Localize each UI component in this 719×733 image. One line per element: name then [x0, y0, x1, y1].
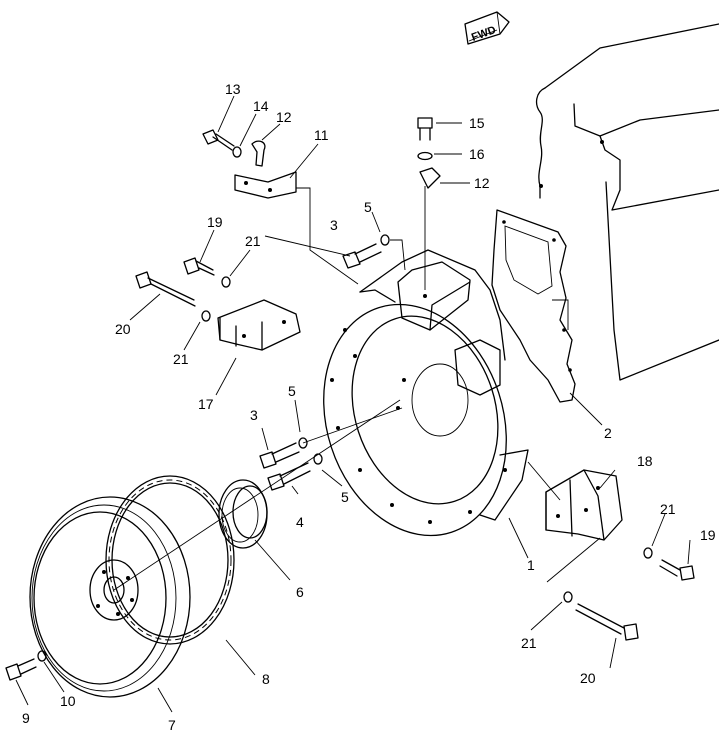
callout-10: 10 [60, 693, 76, 709]
assembly-lines [113, 186, 601, 591]
callout-15: 15 [469, 115, 485, 131]
bolt-9 [5, 658, 37, 681]
leader-lines [15, 95, 691, 713]
callout-21-b: 21 [173, 351, 189, 367]
fwd-arrow-badge: FWD [464, 11, 510, 45]
bolt-19-left [183, 257, 215, 276]
clip-12-right [419, 167, 441, 189]
flywheel [29, 496, 191, 698]
oil-seal [218, 479, 268, 549]
callout-21-c: 21 [660, 501, 676, 517]
callout-3-lower: 3 [250, 407, 258, 423]
washer-5-lower-a [298, 437, 308, 449]
flywheel-housing [323, 249, 529, 537]
callout-12-right: 12 [474, 175, 490, 191]
washer-21-a [221, 276, 231, 288]
callout-11: 11 [314, 127, 329, 143]
callout-18: 18 [637, 453, 653, 469]
callout-21-a: 21 [245, 233, 261, 249]
bolt-20-left [135, 271, 196, 307]
bracket-17 [217, 299, 301, 351]
callout-3-upper: 3 [330, 217, 338, 233]
callout-5-b: 5 [364, 199, 372, 215]
washer-10 [37, 650, 47, 662]
bolt-20-right [575, 603, 639, 641]
callout-7: 7 [168, 717, 176, 733]
washer-21-c [643, 547, 653, 559]
washer-16 [417, 151, 433, 161]
washer-21-b [201, 310, 211, 322]
bolt-3-upper [342, 243, 382, 269]
callout-21-d: 21 [521, 635, 537, 651]
bolt-13 [202, 129, 235, 151]
fwd-label: FWD [470, 24, 498, 44]
callout-5-a: 5 [288, 383, 296, 399]
callout-labels: 1 2 3 3 4 5 5 5 6 7 8 9 10 11 12 12 13 1… [22, 81, 716, 733]
callout-20-right: 20 [580, 670, 596, 686]
callout-14: 14 [253, 98, 269, 114]
washer-14 [232, 146, 242, 158]
callout-5-c: 5 [341, 489, 349, 505]
bolt-4 [267, 462, 311, 491]
engine-block [535, 23, 719, 381]
callout-4: 4 [296, 514, 304, 530]
callout-19-left: 19 [207, 214, 223, 230]
bolt-19-right [659, 559, 695, 581]
washer-5-upper [380, 234, 390, 246]
gasket [491, 209, 576, 403]
washer-21-d [563, 591, 573, 603]
callout-16: 16 [469, 146, 485, 162]
callout-17: 17 [198, 396, 214, 412]
callout-6: 6 [296, 584, 304, 600]
callout-13: 13 [225, 81, 241, 97]
bolt-15 [417, 117, 433, 141]
callout-8: 8 [262, 671, 270, 687]
washer-5-lower-b [313, 453, 323, 465]
callout-12-left: 12 [276, 109, 292, 125]
bracket-11 [234, 171, 297, 199]
callout-20-left: 20 [115, 321, 131, 337]
callout-2: 2 [604, 425, 612, 441]
callout-1: 1 [527, 557, 535, 573]
clip-12-left [251, 140, 266, 167]
callout-9: 9 [22, 710, 30, 726]
callout-19-right: 19 [700, 527, 716, 543]
bolt-3-lower [259, 442, 300, 469]
bracket-18 [545, 469, 623, 541]
